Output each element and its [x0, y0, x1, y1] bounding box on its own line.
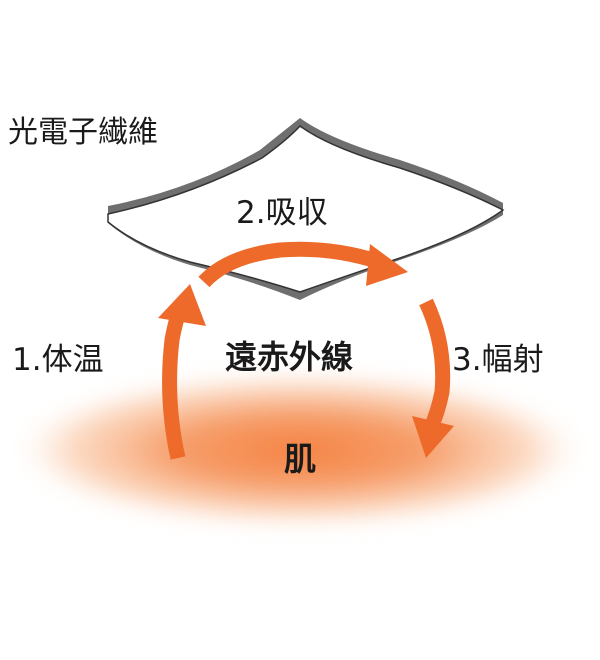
- radiation-label: 3.幅射: [452, 342, 544, 378]
- radiation-arrowhead: [412, 416, 454, 458]
- absorb-arrowhead: [366, 244, 408, 286]
- absorb-label: 2.吸収: [236, 195, 328, 231]
- body-heat-label: 1.体温: [12, 342, 104, 378]
- fiber-label: 光電子繊維: [8, 115, 158, 150]
- center-label: 遠赤外線: [225, 338, 353, 376]
- radiation-arrow: [419, 298, 451, 434]
- skin-label: 肌: [284, 440, 316, 478]
- body-heat-arrowhead: [158, 284, 206, 326]
- absorb-arrow: [198, 241, 383, 288]
